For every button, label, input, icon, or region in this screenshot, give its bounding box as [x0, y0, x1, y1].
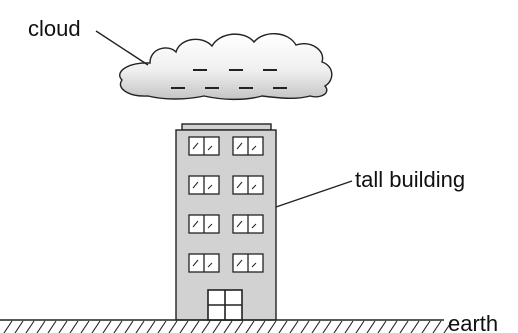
cloud	[119, 33, 333, 101]
building-window	[232, 214, 264, 234]
building-window	[188, 175, 220, 195]
building-window	[232, 136, 264, 156]
building-roof	[181, 123, 272, 131]
building-window	[232, 253, 264, 273]
building-window	[188, 253, 220, 273]
cloud-leader-line	[95, 30, 149, 66]
building-leader-line	[275, 180, 353, 208]
tall-building	[175, 123, 277, 321]
ground	[0, 319, 453, 333]
cloud-outline	[119, 33, 333, 101]
ground-hatching	[3, 320, 453, 333]
cloud-dashes	[171, 69, 287, 89]
building-label: tall building	[355, 167, 465, 192]
building-window	[188, 136, 220, 156]
building-window	[232, 175, 264, 195]
building-window	[188, 214, 220, 234]
earth-label: earth	[448, 311, 498, 333]
building-door	[207, 289, 243, 321]
cloud-label: cloud	[28, 16, 81, 41]
building-windows	[188, 136, 264, 273]
